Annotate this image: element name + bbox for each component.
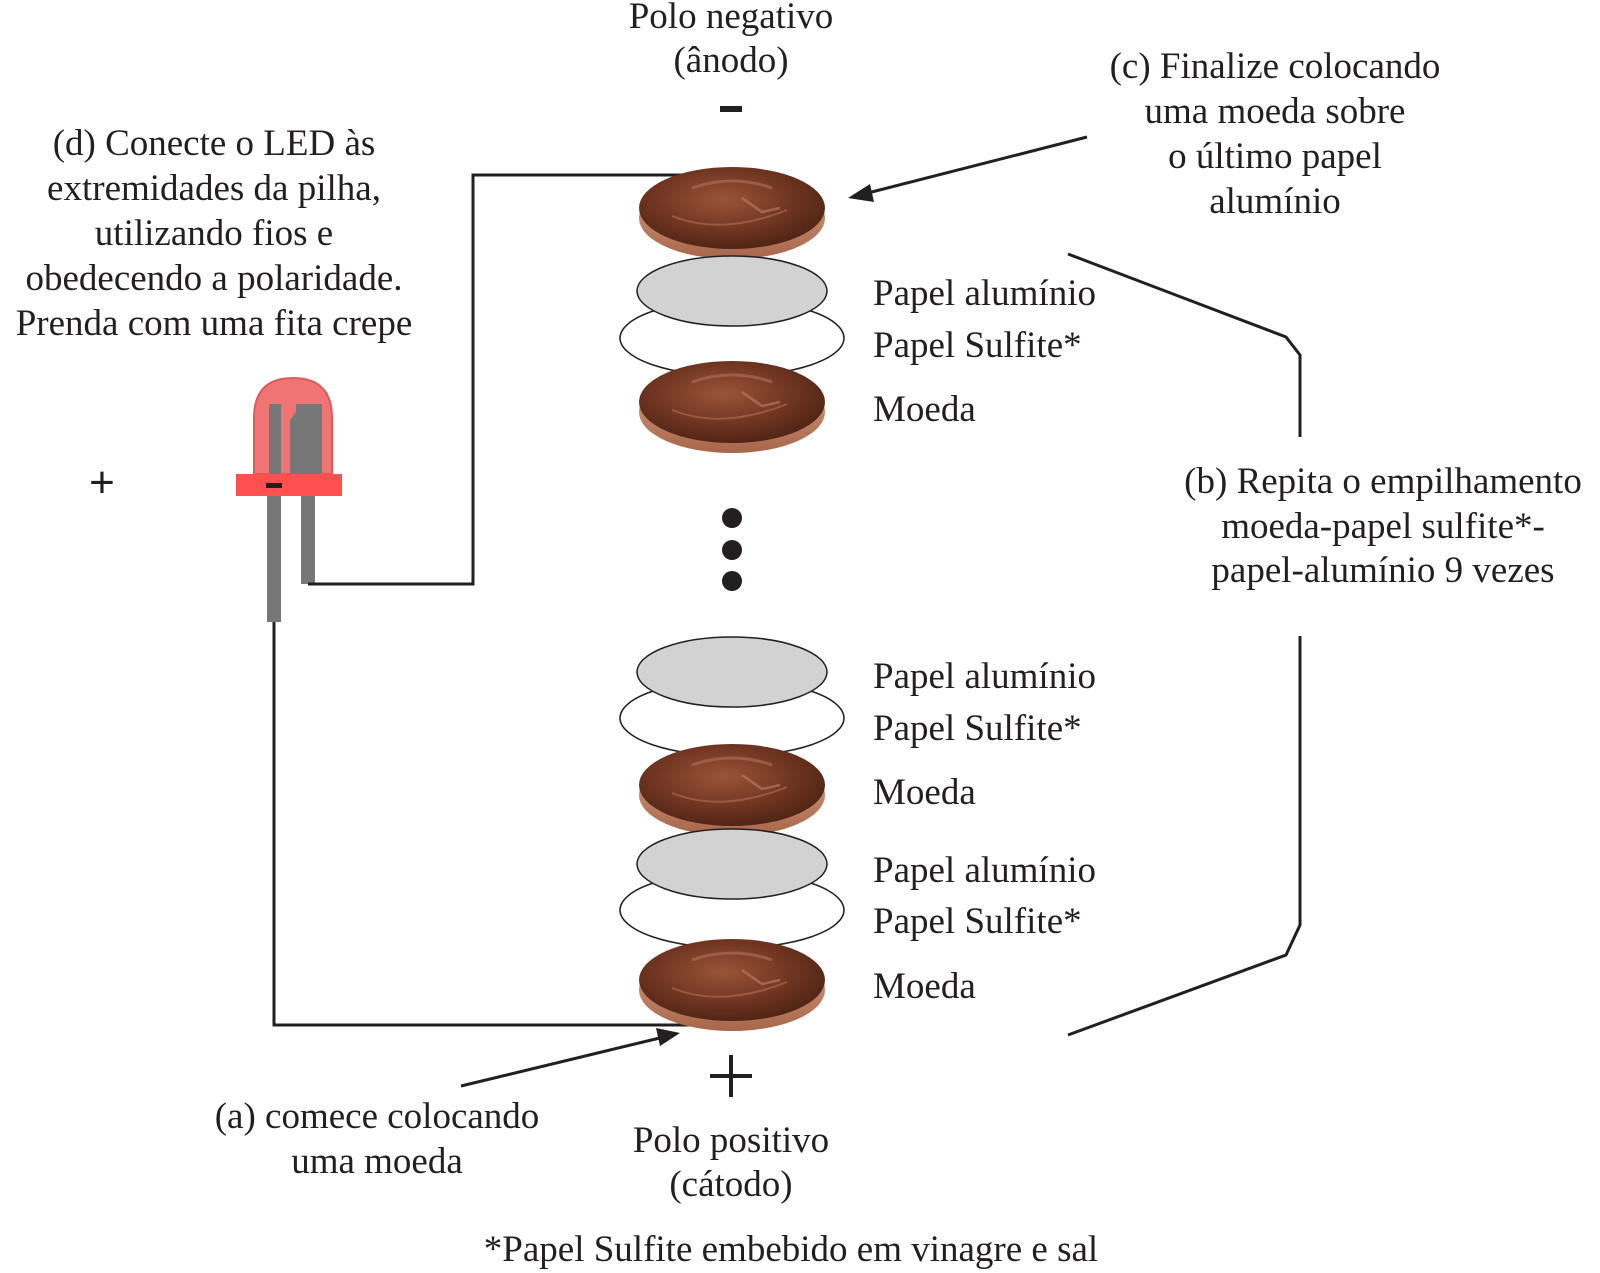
layer-labels-top: Papel alumínio Papel Sulfite* Moeda xyxy=(873,273,1096,430)
led-minus-mark xyxy=(266,483,282,488)
aluminum-foil-disc xyxy=(636,636,828,708)
continuation-dot xyxy=(722,540,742,560)
aluminum-foil-disc xyxy=(636,828,828,900)
led-plus-label: + xyxy=(89,458,115,507)
step-c-arrow-line xyxy=(859,135,1088,197)
step-d-line: extremidades da pilha, xyxy=(47,168,381,209)
layer-label-sulfite: Papel Sulfite* xyxy=(873,708,1082,749)
layer-labels-bottom: Papel alumínio Papel Sulfite* Moeda xyxy=(873,850,1096,1007)
layer-label-sulfite: Papel Sulfite* xyxy=(873,325,1082,366)
coin xyxy=(637,742,827,838)
layer-label-aluminum: Papel alumínio xyxy=(873,656,1096,697)
step-c-line: alumínio xyxy=(1209,181,1341,222)
step-d-caption: (d) Conecte o LED às extremidades da pil… xyxy=(16,123,413,344)
step-d-line: (d) Conecte o LED às xyxy=(53,123,376,164)
continuation-dot xyxy=(722,508,742,528)
step-a-caption: (a) comece colocando uma moeda xyxy=(215,1096,540,1182)
footnote: *Papel Sulfite embebido em vinagre e sal xyxy=(484,1229,1098,1270)
step-a-line: (a) comece colocando xyxy=(215,1096,540,1137)
step-b-line: (b) Repita o empilhamento xyxy=(1184,461,1582,502)
led-short-leg xyxy=(301,496,315,584)
wire-negative xyxy=(308,173,697,586)
layer-label-coin: Moeda xyxy=(873,966,976,1007)
step-d-line: obedecendo a polaridade. xyxy=(25,258,402,299)
layer-label-aluminum: Papel alumínio xyxy=(873,273,1096,314)
step-c-line: (c) Finalize colocando xyxy=(1110,46,1441,87)
coin xyxy=(637,359,827,455)
layer-label-aluminum: Papel alumínio xyxy=(873,850,1096,891)
coin-top xyxy=(637,165,827,261)
coin-bottom xyxy=(637,937,827,1033)
positive-pole-label: Polo positivo xyxy=(633,1120,829,1161)
layer-label-coin: Moeda xyxy=(873,389,976,430)
positive-pole-symbol-h xyxy=(710,1074,752,1078)
negative-pole-symbol xyxy=(720,106,742,112)
led-base xyxy=(236,474,342,496)
layer-label-coin: Moeda xyxy=(873,772,976,813)
step-b-caption: (b) Repita o empilhamento moeda-papel su… xyxy=(1184,461,1582,591)
repeat-bracket-top xyxy=(1067,252,1302,437)
step-c-arrowhead xyxy=(848,184,874,202)
led-cathode-anvil xyxy=(283,404,322,476)
step-d-line: Prenda com uma fita crepe xyxy=(16,303,413,344)
led xyxy=(236,376,342,622)
negative-pole-sublabel: (ânodo) xyxy=(673,40,788,81)
negative-pole-label: Polo negativo xyxy=(629,0,834,37)
led-anode-post xyxy=(269,404,281,476)
layer-label-sulfite: Papel Sulfite* xyxy=(873,901,1082,942)
step-b-line: moeda-papel sulfite*- xyxy=(1221,506,1545,547)
step-a-line: uma moeda xyxy=(291,1141,463,1182)
continuation-dot xyxy=(722,571,742,591)
step-d-line: utilizando fios e xyxy=(95,213,333,254)
repeat-bracket-bottom xyxy=(1067,636,1302,1037)
step-c-line: o último papel xyxy=(1168,136,1382,177)
step-a-arrow-line xyxy=(460,1034,669,1088)
led-long-leg xyxy=(267,496,281,622)
step-a-arrowhead xyxy=(656,1028,680,1046)
wire-positive xyxy=(272,622,697,1027)
step-b-line: papel-alumínio 9 vezes xyxy=(1211,550,1554,591)
positive-pole-sublabel: (cátodo) xyxy=(669,1164,792,1205)
step-c-line: uma moeda sobre xyxy=(1145,91,1406,132)
aluminum-foil-disc xyxy=(636,255,828,327)
layer-labels-middle: Papel alumínio Papel Sulfite* Moeda xyxy=(873,656,1096,813)
step-c-caption: (c) Finalize colocando uma moeda sobre o… xyxy=(1110,46,1441,222)
